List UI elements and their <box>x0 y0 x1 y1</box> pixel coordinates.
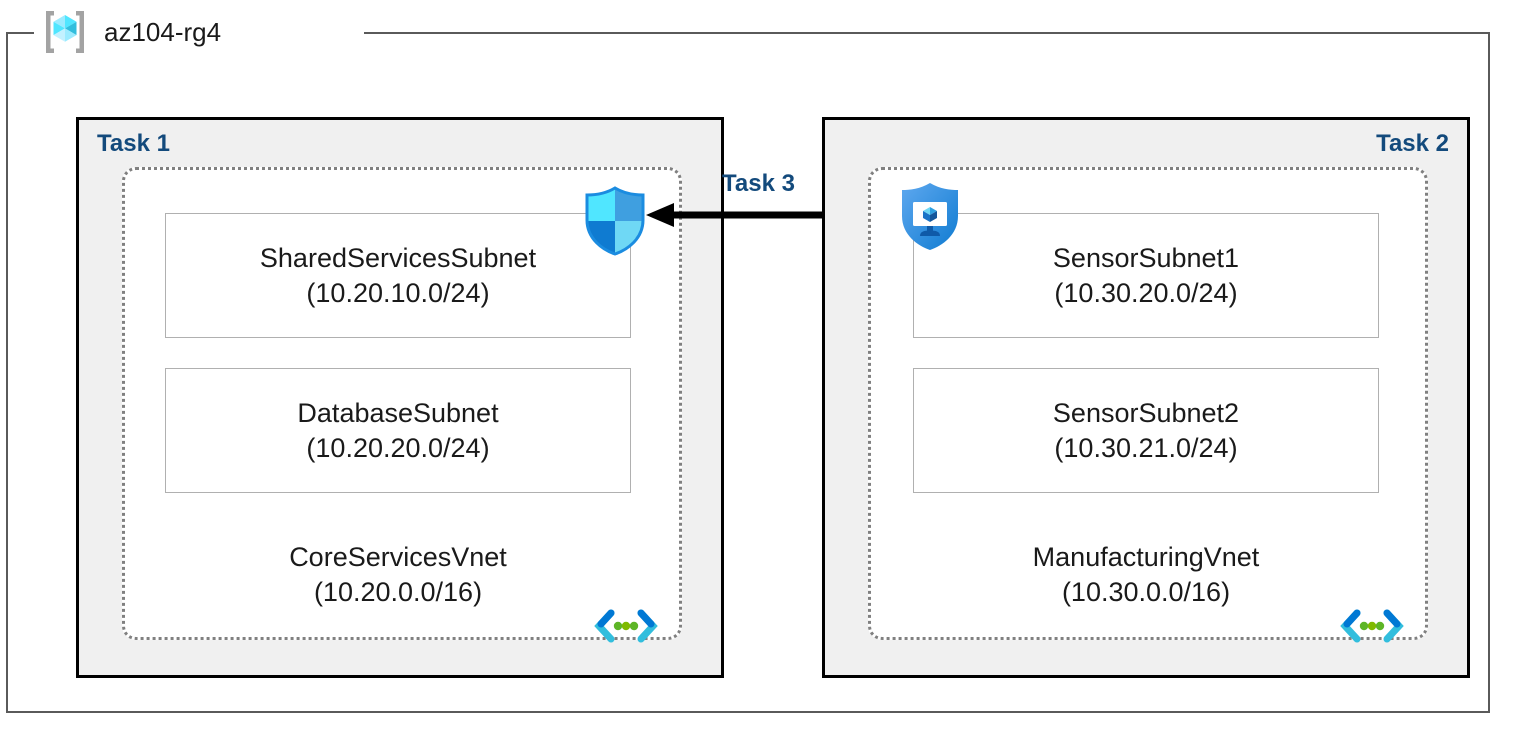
subnet-database-name: DatabaseSubnet <box>297 397 499 428</box>
azure-firewall-shield-icon <box>583 186 647 256</box>
subnet-sharedservices: SharedServicesSubnet (10.20.10.0/24) <box>165 213 631 338</box>
virtual-network-icon <box>1340 608 1404 644</box>
subnet-sensor1-name: SensorSubnet1 <box>1052 242 1240 273</box>
task-3-label: Task 3 <box>722 170 795 197</box>
vnet-manufacturing-cidr: (10.30.0.0/16) <box>1061 576 1231 607</box>
resource-group-header: az104-rg4 <box>40 6 221 58</box>
resource-group-frame-gap <box>34 24 364 42</box>
subnet-sharedservices-name: SharedServicesSubnet <box>259 242 537 273</box>
azure-resource-group-icon <box>40 7 90 57</box>
task-2-label: Task 2 <box>1376 130 1449 157</box>
vnet-coreservices-cidr: (10.20.0.0/16) <box>313 576 483 607</box>
vnet-manufacturing-name: ManufacturingVnet <box>1032 542 1260 572</box>
vnet-coreservices-name: CoreServicesVnet <box>289 542 507 572</box>
subnet-sharedservices-cidr: (10.20.10.0/24) <box>306 277 490 308</box>
resource-group-name: az104-rg4 <box>104 16 222 47</box>
subnet-sensor1: SensorSubnet1 (10.30.20.0/24) <box>913 213 1379 338</box>
subnet-sensor2-name: SensorSubnet2 <box>1052 397 1240 428</box>
virtual-network-icon <box>594 608 658 644</box>
task-1-label: Task 1 <box>97 130 170 157</box>
subnet-database-cidr: (10.20.20.0/24) <box>306 432 490 463</box>
subnet-sensor1-cidr: (10.30.20.0/24) <box>1054 277 1238 308</box>
vnet-manufacturing-caption: ManufacturingVnet (10.30.0.0/16) <box>913 540 1379 609</box>
subnet-sensor2: SensorSubnet2 (10.30.21.0/24) <box>913 368 1379 493</box>
subnet-database: DatabaseSubnet (10.20.20.0/24) <box>165 368 631 493</box>
azure-defender-shield-monitor-icon <box>898 180 962 252</box>
subnet-sensor2-cidr: (10.30.21.0/24) <box>1054 432 1238 463</box>
resource-group-frame <box>6 32 1490 713</box>
vnet-coreservices-caption: CoreServicesVnet (10.20.0.0/16) <box>165 540 631 609</box>
